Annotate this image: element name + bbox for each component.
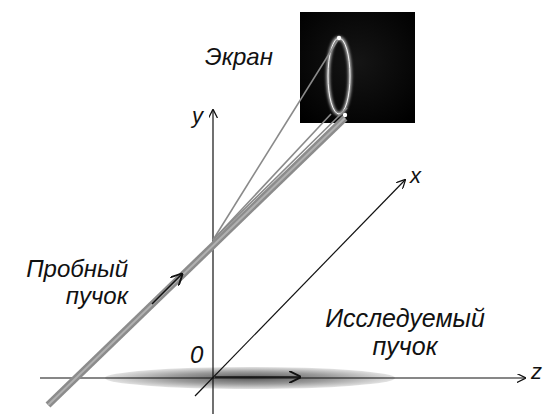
axis-label: z	[531, 360, 542, 385]
bright-spot	[337, 36, 341, 40]
probe-ray	[213, 114, 331, 240]
beam-label: Пробный пучок	[6, 256, 128, 310]
origin-label: 0	[190, 342, 203, 369]
beam-direction-arrow	[215, 376, 300, 378]
z-axis	[40, 377, 525, 378]
probe-ray	[213, 108, 347, 240]
beam-label: Исследуемый пучок	[298, 304, 512, 360]
x-axis	[195, 180, 405, 396]
bright-spot	[343, 113, 347, 117]
axis-label: x	[410, 164, 421, 189]
y-axis	[212, 110, 213, 414]
screen	[300, 12, 415, 123]
probe-direction-arrow	[152, 274, 182, 304]
axis-label: y	[192, 104, 203, 129]
screen-label: Экран	[205, 44, 273, 71]
